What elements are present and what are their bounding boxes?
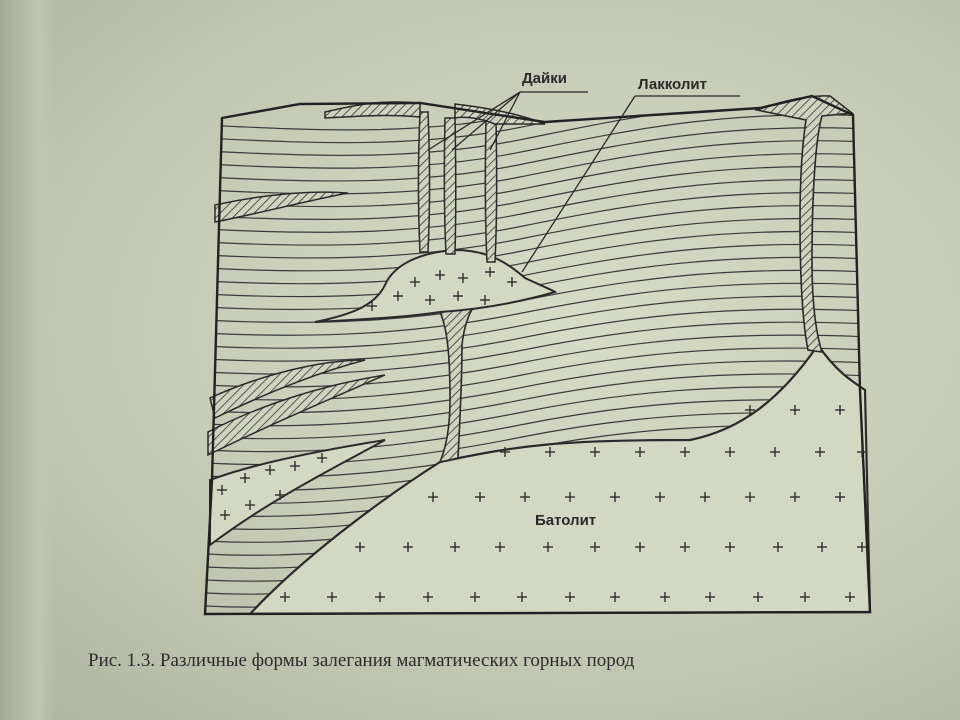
sill-1 [214,191,349,223]
stratum-line [205,96,870,144]
figure-caption: Рис. 1.3. Различные формы залегания магм… [88,650,635,671]
dikes-leader-2 [451,91,521,151]
book-spine-shadow [0,0,55,720]
sill-2 [209,359,366,420]
stratum-line [205,204,870,259]
dike-2 [443,117,457,255]
stratum-line [205,166,870,221]
stratum-line [205,191,870,246]
dikes-label: Дайки [522,70,567,87]
stratum-line [205,386,870,440]
stratum-line [205,127,870,182]
stratum-line [205,295,870,349]
block-outline [203,94,872,616]
lower-left-intrusion [209,439,386,547]
stratum-line [205,334,870,388]
surface-lava-cover [324,101,421,119]
stratum-line [205,230,870,285]
dike-3 [484,119,498,263]
laccolith-label: Лакколит [638,76,707,93]
stratum-line [205,179,870,233]
stratum-line [205,217,870,272]
dike-1 [417,111,431,253]
stratum-line [205,114,870,169]
granite-plus-pattern [217,267,867,602]
leader-lines [427,91,740,273]
sill-3 [207,374,386,457]
stratum-line [205,282,870,336]
stratum-line [205,373,870,427]
laccolith-body [314,248,558,323]
stratum-line [205,399,870,453]
volcanic-neck [754,95,855,353]
stratum-line [205,360,870,414]
laccolith-leader [521,95,636,273]
dikes-leader-1 [427,91,521,151]
batholith-label: Батолит [535,512,597,529]
feeder-channel [438,304,476,464]
stratum-line [205,153,870,208]
stratum-line [205,308,870,362]
dikes-leader-3 [489,91,521,151]
